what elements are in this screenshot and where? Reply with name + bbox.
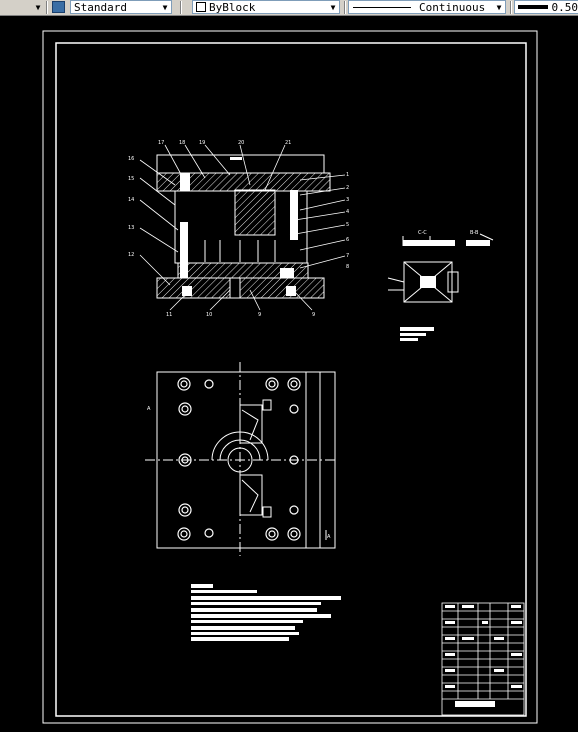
lineweight-select[interactable]: 0.50 xyxy=(514,0,578,14)
plan-view xyxy=(145,362,338,556)
callout-label: 3 xyxy=(346,197,349,203)
callout-label: 12 xyxy=(128,252,134,258)
callout-label: 10 xyxy=(206,312,212,318)
section-label: C-C xyxy=(418,230,427,236)
callout-label: 2 xyxy=(346,185,349,191)
chevron-down-icon: ▼ xyxy=(159,3,171,12)
linetype-value: Continuous xyxy=(411,1,493,14)
color-swatch-icon xyxy=(196,2,206,12)
linetype-select[interactable]: Continuous ▼ xyxy=(348,0,506,14)
chevron-down-icon: ▼ xyxy=(493,3,505,12)
lineweight-preview-icon xyxy=(518,5,548,9)
callout-label: 8 xyxy=(346,264,349,270)
cad-drawing: 17 18 19 20 21 16 15 14 13 12 1 2 3 4 5 … xyxy=(0,16,578,728)
callout-label: 14 xyxy=(128,197,134,203)
view-label: A xyxy=(327,534,331,540)
section-label: B-B xyxy=(470,230,479,236)
toolbar-separator xyxy=(46,1,47,14)
technical-notes xyxy=(191,584,341,641)
callout-label: 9 xyxy=(312,312,315,318)
lineweight-value: 0.50 xyxy=(548,1,578,14)
toolbar-separator xyxy=(180,1,181,14)
callout-label: 20 xyxy=(238,140,244,146)
section-view-assembly xyxy=(157,155,330,298)
color-select[interactable]: ByBlock ▼ xyxy=(192,0,340,14)
callout-label: 13 xyxy=(128,225,134,231)
section-detail-views xyxy=(388,234,493,341)
title-block xyxy=(442,603,524,715)
callout-label: 18 xyxy=(179,140,185,146)
callout-label: 9 xyxy=(258,312,261,318)
drawing-canvas[interactable]: 17 18 19 20 21 16 15 14 13 12 1 2 3 4 5 … xyxy=(0,16,578,728)
text-style-value: Standard xyxy=(71,1,159,14)
callout-label: 17 xyxy=(158,140,164,146)
callout-label: 1 xyxy=(346,172,349,178)
color-value: ByBlock xyxy=(206,1,327,14)
view-label: A xyxy=(147,406,151,412)
callout-label: 21 xyxy=(285,140,291,146)
callout-label: 6 xyxy=(346,237,349,243)
callout-label: 19 xyxy=(199,140,205,146)
text-style-icon[interactable] xyxy=(52,1,65,13)
callout-label: 16 xyxy=(128,156,134,162)
arrow-dropdown-stub[interactable]: ▼ xyxy=(0,0,44,14)
callout-label: 4 xyxy=(346,209,349,215)
properties-toolbar: ▼ Standard ▼ ByBlock ▼ Continuous ▼ 0.50 xyxy=(0,0,578,16)
chevron-down-icon: ▼ xyxy=(327,3,339,12)
chevron-down-icon: ▼ xyxy=(32,3,44,12)
toolbar-separator xyxy=(510,1,511,14)
callout-label: 11 xyxy=(166,312,172,318)
callout-label: 5 xyxy=(346,222,349,228)
text-style-select[interactable]: Standard ▼ xyxy=(70,0,172,14)
toolbar-separator xyxy=(344,1,345,14)
linetype-preview-icon xyxy=(353,7,411,8)
callout-label: 15 xyxy=(128,176,134,182)
callout-label: 7 xyxy=(346,253,349,259)
